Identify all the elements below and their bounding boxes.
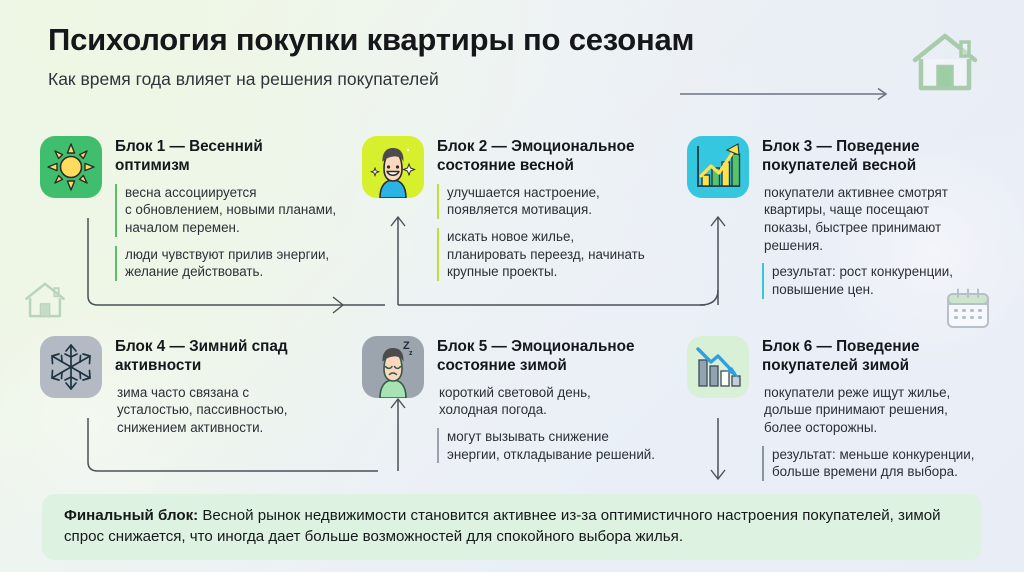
svg-text:z: z [409, 350, 413, 357]
block-3-body: Блок 3 — Поведение покупателей весной по… [762, 136, 953, 299]
block-title: Блок 4 — Зимний спад активности [115, 338, 288, 375]
block-title: Блок 6 — Поведение покупателей зимой [762, 338, 920, 375]
block-note: зима часто связана с усталостью, пассивн… [117, 384, 288, 435]
block-note: покупатели активнее смотрят квартиры, ча… [764, 184, 948, 253]
block-title: Блок 2 — Эмоциональное состояние весной [437, 138, 635, 175]
block-title: Блок 5 — Эмоциональное состояние зимой [437, 338, 635, 375]
block-1-body: Блок 1 — Весенний оптимизм весна ассоции… [115, 136, 336, 281]
sun-icon-tile [40, 136, 102, 198]
sun-icon [47, 143, 95, 191]
block-title: Блок 3 — Поведение покупателей весной [762, 138, 920, 175]
final-summary-label: Финальный блок: [64, 507, 199, 524]
chart-up-icon [697, 143, 741, 187]
block-note: результат: меньше конкуренции, больше вр… [762, 445, 974, 481]
arrow-right-icon [680, 87, 888, 101]
house-icon [25, 282, 65, 318]
block-note: короткий световой день, холодная погода. [439, 384, 591, 418]
final-summary-text: Финальный блок: Весной рынок недвижимост… [64, 505, 960, 548]
block-note: весна ассоциируется с обновлением, новым… [115, 183, 336, 237]
block-4-body: Блок 4 — Зимний спад активности зима час… [115, 336, 288, 437]
house-icon [912, 33, 978, 91]
block-note: люди чувствуют прилив энергии, желание д… [115, 245, 336, 281]
svg-text:Z: Z [403, 340, 410, 352]
page-subtitle: Как время года влияет на решения покупат… [48, 68, 439, 89]
block-title: Блок 1 — Весенний оптимизм [115, 138, 263, 175]
chart-down-icon-tile [687, 336, 749, 398]
block-3: Блок 3 — Поведение покупателей весной по… [687, 136, 987, 299]
block-4: Блок 4 — Зимний спад активности зима час… [40, 336, 340, 437]
block-note: результат: рост конкуренции, повышение ц… [762, 263, 953, 299]
final-summary-body: Весной рынок недвижимости становится акт… [64, 507, 941, 546]
block-note: могут вызывать снижение энергии, отклады… [437, 427, 655, 464]
smiling-face-icon-tile [362, 136, 424, 198]
header: Психология покупки квартиры по сезонам К… [48, 22, 948, 90]
sleeping-face-icon: Z z [379, 340, 413, 398]
block-note: искать новое жилье, планировать переезд,… [437, 227, 645, 281]
block-2: Блок 2 — Эмоциональное состояние весной … [362, 136, 672, 281]
block-6: Блок 6 — Поведение покупателей зимой пок… [687, 336, 987, 481]
chart-up-icon-tile [687, 136, 749, 198]
snowflake-icon-tile [40, 336, 102, 398]
block-5: Z z Блок 5 — Эмоциональное состояние зим… [362, 336, 672, 464]
block-6-body: Блок 6 — Поведение покупателей зимой пок… [762, 336, 974, 481]
snowflake-icon [51, 344, 91, 390]
chart-down-icon [696, 347, 741, 387]
block-note: покупатели реже ищут жилье, дольше прини… [764, 384, 951, 435]
calendar-icon [947, 288, 989, 328]
sleeping-face-icon-tile: Z z [362, 336, 424, 398]
block-2-body: Блок 2 — Эмоциональное состояние весной … [437, 136, 645, 281]
block-5-body: Блок 5 — Эмоциональное состояние зимой к… [437, 336, 655, 464]
block-note: улучшается настроение, появляется мотива… [437, 183, 645, 219]
page-title: Психология покупки квартиры по сезонам [48, 22, 695, 57]
block-1: Блок 1 — Весенний оптимизм весна ассоции… [40, 136, 340, 281]
smiling-face-icon [369, 148, 416, 198]
final-summary-block: Финальный блок: Весной рынок недвижимост… [42, 494, 982, 560]
